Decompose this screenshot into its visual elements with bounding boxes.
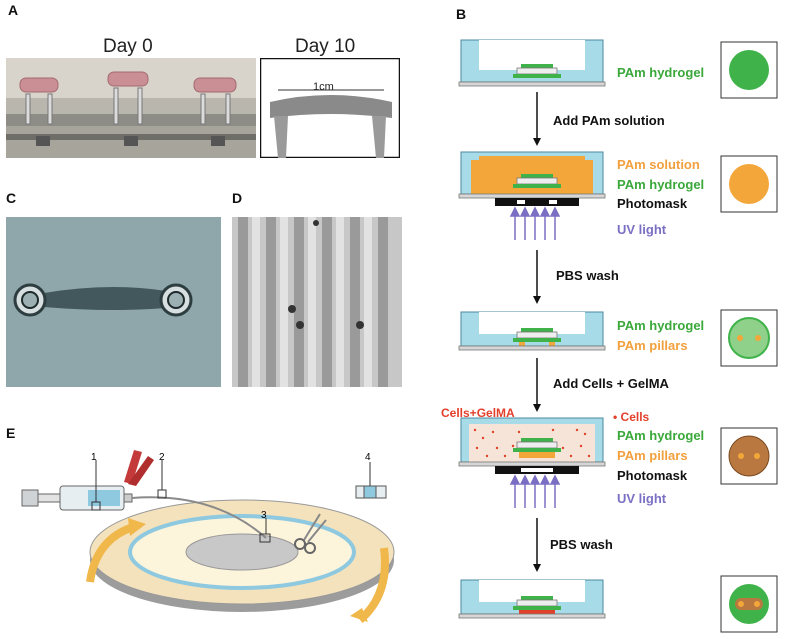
label-pam-hydrogel-1: PAm hydrogel	[617, 65, 705, 80]
panel-d-letter: D	[232, 190, 243, 206]
panel-e-letter: E	[6, 425, 16, 441]
panel-a-letter: A	[8, 2, 19, 18]
label-pam-hydrogel-4: PAm hydrogel	[617, 428, 705, 443]
stage-4-device	[458, 417, 606, 474]
panel-c-letter: C	[6, 190, 17, 206]
stage-5-device	[458, 579, 606, 619]
day10-label: Day 10	[295, 36, 356, 57]
aligned-cells-micrograph	[232, 217, 402, 387]
tissue-micrograph	[6, 217, 221, 387]
arrow-label-pbs-wash-2: PBS wash	[550, 537, 613, 552]
fabrication-schematic	[458, 39, 778, 633]
callout-3: 3	[261, 510, 267, 521]
stage-1-device	[458, 39, 606, 87]
label-pam-pillars-2: PAm pillars	[617, 448, 688, 463]
arrow-label-pbs-wash-1: PBS wash	[556, 268, 619, 283]
label-pam-solution: PAm solution	[617, 157, 700, 172]
callout-4: 4	[365, 452, 371, 463]
label-uv-light-2: UV light	[617, 491, 667, 506]
label-cells: • Cells	[613, 410, 650, 424]
label-cells-gelma: Cells+GelMA	[441, 406, 515, 420]
panel-b-letter: B	[456, 6, 467, 22]
label-pam-hydrogel-3: PAm hydrogel	[617, 318, 705, 333]
arrow-label-add-pam-solution: Add PAm solution	[553, 113, 665, 128]
day0-photo	[6, 58, 256, 158]
label-pam-pillars-1: PAm pillars	[617, 338, 688, 353]
arrow-label-add-cells-gelma: Add Cells + GelMA	[553, 376, 669, 391]
stage-3-device	[458, 311, 606, 351]
scale-bar-label: 1cm	[313, 81, 334, 93]
label-photomask-1: Photomask	[617, 196, 688, 211]
stage-2-device	[458, 151, 606, 206]
day10-photo	[260, 58, 400, 158]
callout-1: 1	[91, 452, 97, 463]
rotating-dish-setup	[21, 450, 395, 624]
day0-label: Day 0	[103, 36, 153, 57]
callout-2: 2	[159, 452, 165, 463]
label-pam-hydrogel-2: PAm hydrogel	[617, 177, 705, 192]
label-uv-light-1: UV light	[617, 222, 667, 237]
label-photomask-2: Photomask	[617, 468, 688, 483]
